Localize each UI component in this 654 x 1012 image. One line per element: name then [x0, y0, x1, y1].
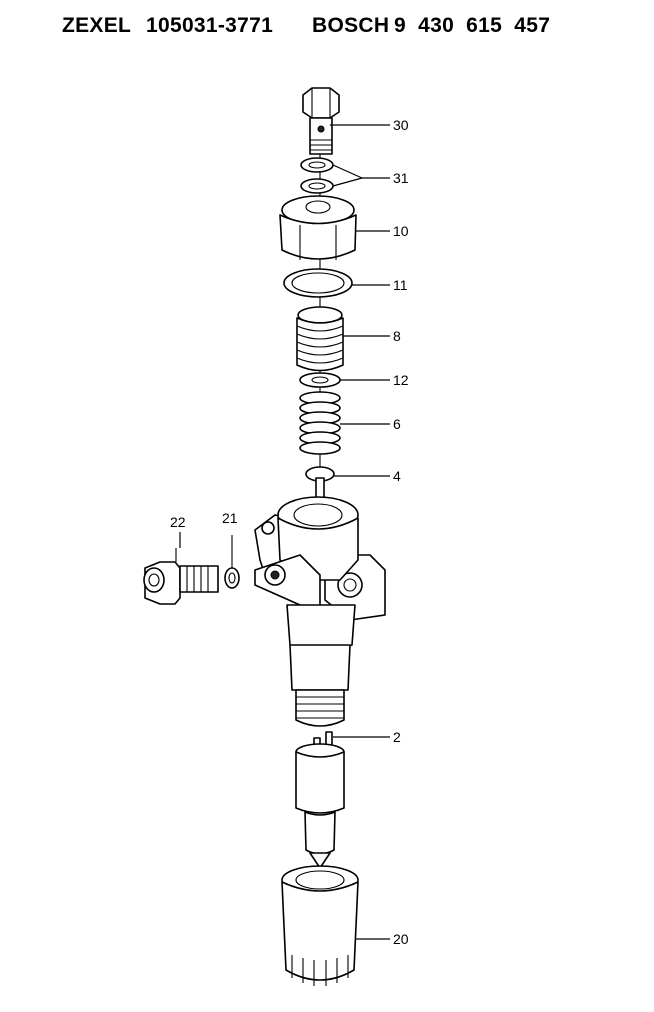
callout-label-31: 31 — [393, 170, 409, 186]
callout-31: 31 — [332, 164, 409, 187]
shim-part — [299, 372, 341, 388]
callout-2: 2 — [333, 729, 401, 745]
callout-label-4: 4 — [393, 468, 401, 484]
callout-label-2: 2 — [393, 729, 401, 745]
callout-12: 12 — [340, 372, 409, 388]
nozzle-nut-part — [281, 865, 359, 986]
callout-label-21: 21 — [222, 510, 238, 526]
callout-8: 8 — [343, 328, 401, 344]
callout-label-22: 22 — [170, 514, 186, 530]
callout-22: 22 — [170, 514, 186, 548]
callout-20: 20 — [356, 931, 409, 947]
callout-11: 11 — [352, 277, 408, 293]
gasket-ring-part — [283, 268, 353, 298]
brand-bosch: BOSCH — [312, 14, 390, 37]
callout-label-20: 20 — [393, 931, 409, 947]
callout-10: 10 — [356, 223, 409, 239]
nozzle-part — [295, 743, 345, 869]
bosch-part-number: 9 430 615 457 — [394, 14, 551, 37]
callout-label-6: 6 — [393, 416, 401, 432]
callout-4: 4 — [334, 468, 401, 484]
nozzle-holder-body — [254, 496, 386, 727]
sealing-washers-part — [300, 157, 334, 194]
brand-zexel: ZEXEL — [62, 14, 132, 37]
inlet-washer-part — [224, 535, 240, 589]
callout-30: 30 — [330, 117, 409, 133]
zexel-part-number: 105031-3771 — [146, 14, 274, 37]
callout-21: 21 — [222, 510, 238, 526]
callout-label-8: 8 — [393, 328, 401, 344]
inlet-connector-part — [143, 548, 219, 605]
threaded-spring-seat-part — [296, 306, 344, 372]
diagram-header: ZEXEL 105031-3771 BOSCH 9 430 615 457 — [62, 14, 622, 48]
banjo-bolt-part — [302, 87, 340, 155]
callout-label-30: 30 — [393, 117, 409, 133]
callout-6: 6 — [340, 416, 401, 432]
callout-label-12: 12 — [393, 372, 409, 388]
cap-nut-part — [279, 195, 357, 260]
pressure-spring-part — [299, 391, 341, 455]
callout-label-10: 10 — [393, 223, 409, 239]
callout-label-11: 11 — [393, 277, 408, 293]
